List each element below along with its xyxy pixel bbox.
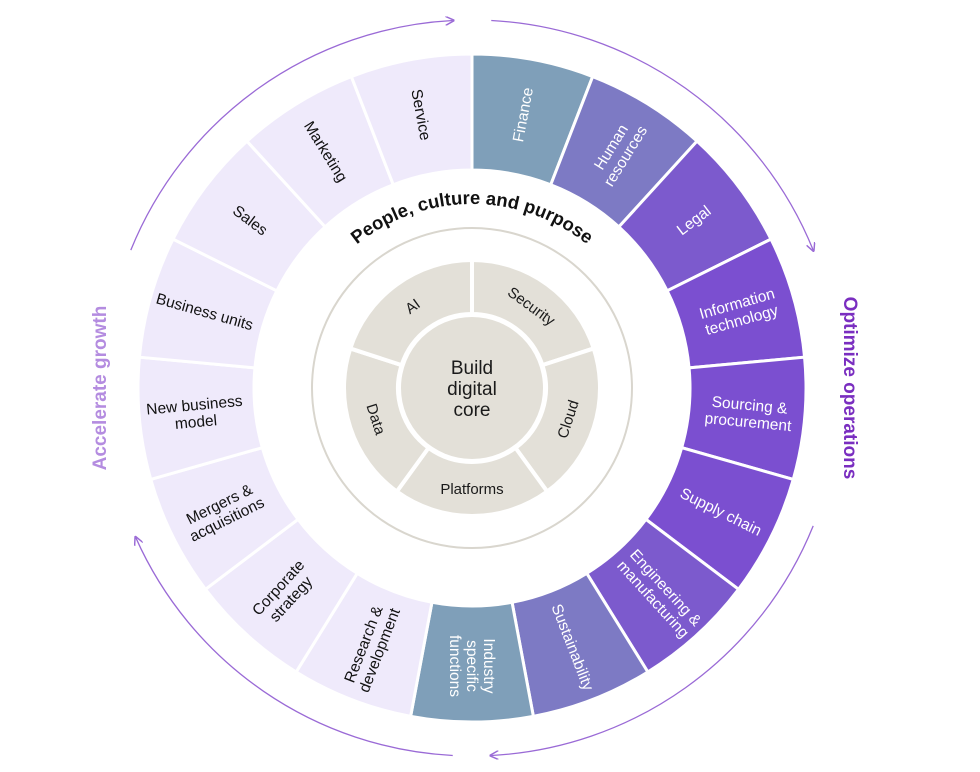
core-segment-ai xyxy=(347,257,474,368)
wheel-labels: Optimize operations Accelerate growth xyxy=(90,297,860,480)
optimize-operations-label: Optimize operations xyxy=(839,297,860,480)
arrow-bottom-left xyxy=(136,538,453,757)
arrow-bottom-right xyxy=(491,525,814,756)
outer-ring: FinanceHumanresourcesLegalInformationtec… xyxy=(136,52,808,724)
center-circle xyxy=(401,317,543,459)
core-label-platforms: Platforms xyxy=(440,481,503,498)
ring-divider xyxy=(311,227,633,549)
core-segment-platforms xyxy=(393,445,551,518)
arrow-top-left xyxy=(130,21,453,251)
accelerate-growth-label: Accelerate growth xyxy=(90,306,111,471)
arrow-top-right xyxy=(491,19,813,251)
core-segment-security xyxy=(470,257,597,368)
core-segment-cloud xyxy=(512,345,602,495)
core-segment-data xyxy=(342,345,432,495)
segment-label-industry-specific-functions: Industryspecificfunctions xyxy=(446,635,497,697)
cycle-arrows xyxy=(130,19,814,757)
segment-service xyxy=(349,52,474,187)
